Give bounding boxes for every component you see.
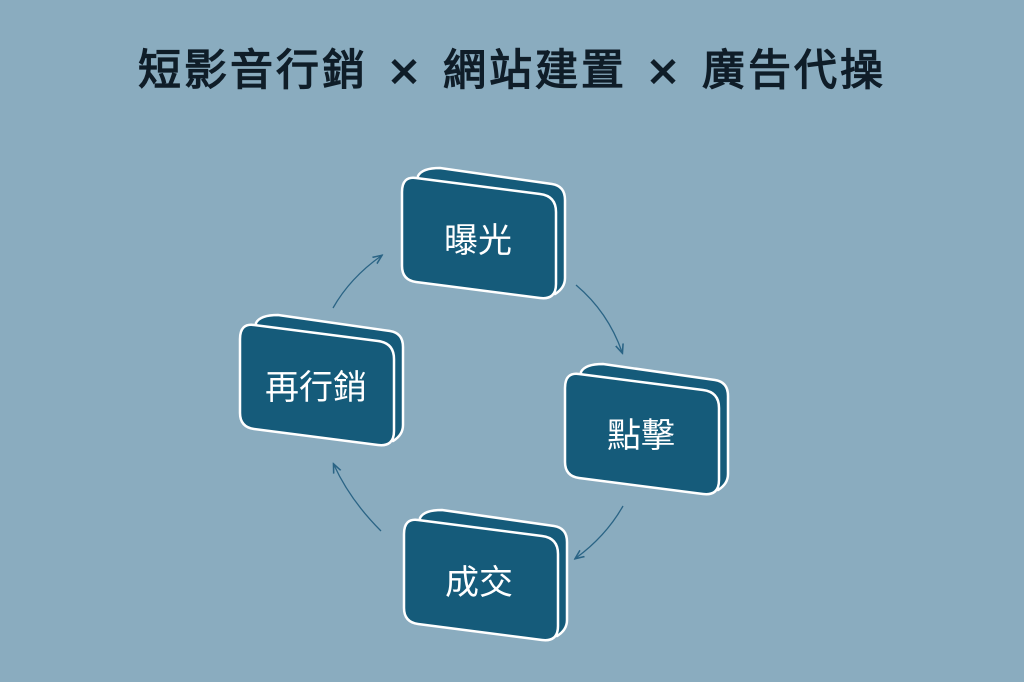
arrow-conversion-to-remarketing xyxy=(334,465,382,532)
node-label-conversion: 成交 xyxy=(445,563,513,603)
node-label-remarketing: 再行銷 xyxy=(265,368,367,408)
node-label-exposure: 曝光 xyxy=(444,221,512,261)
arrow-click-to-conversion xyxy=(576,505,624,558)
arrow-remarketing-to-exposure xyxy=(332,256,381,309)
page-title: 短影音行銷 × 網站建置 × 廣告代操 xyxy=(138,46,886,96)
arrow-exposure-to-click xyxy=(575,284,622,352)
node-label-click: 點擊 xyxy=(607,416,675,456)
